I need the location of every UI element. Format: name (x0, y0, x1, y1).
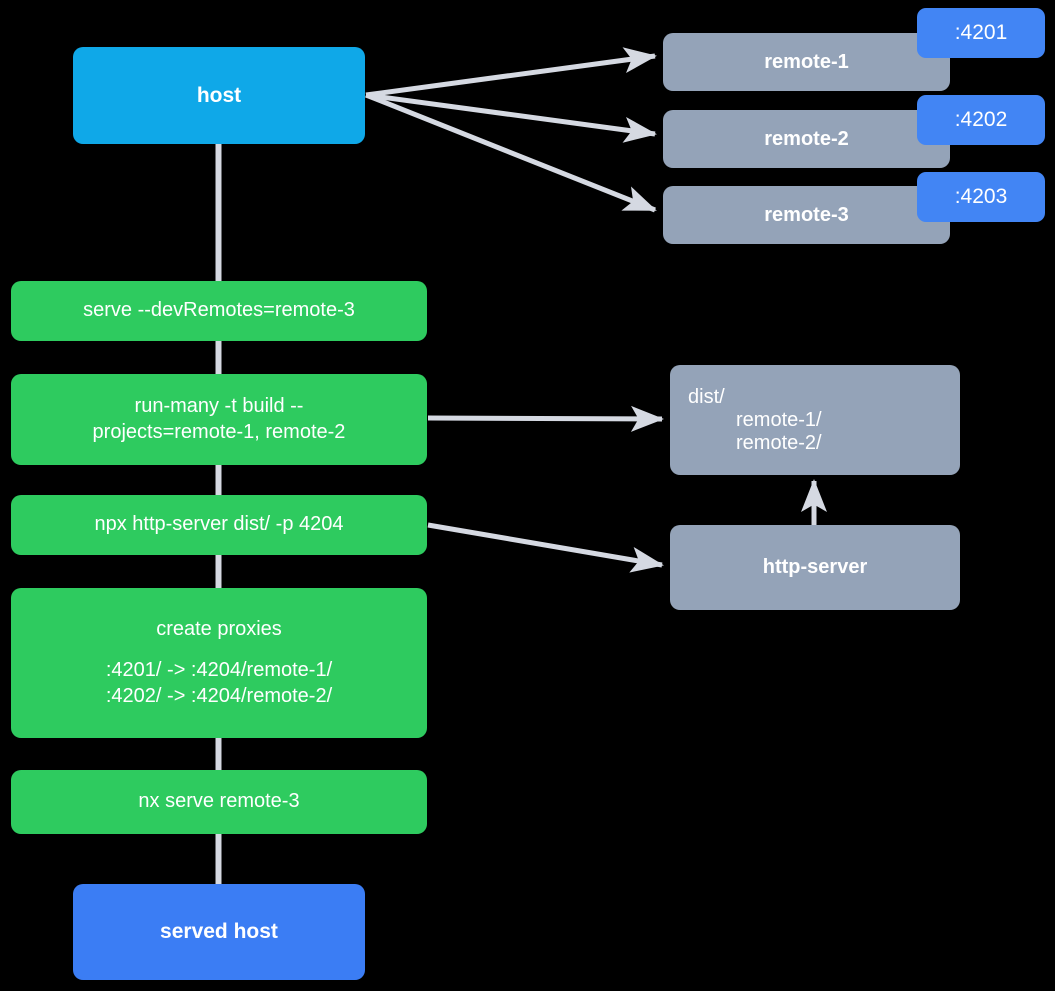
node-command-create-proxies[interactable]: create proxies :4201/ -> :4204/remote-1/… (11, 588, 427, 738)
badge-port-remote-2: :4202 (917, 95, 1045, 145)
badge-port-remote-3-label: :4203 (954, 185, 1008, 208)
dist-root-label: dist/ (688, 385, 725, 408)
node-http-server-label: http-server (762, 556, 868, 578)
node-remote-1-label: remote-1 (764, 50, 849, 73)
node-dist-folder[interactable]: dist/ remote-1/ remote-2/ (670, 365, 960, 475)
badge-port-remote-1-label: :4201 (954, 21, 1008, 44)
dist-child-label: remote-2/ (736, 431, 822, 454)
edge-npx-to-http-server (427, 522, 664, 573)
edge-run-many-to-dist (427, 405, 664, 432)
node-remote-3-label: remote-3 (764, 203, 849, 226)
node-command-nx-serve-remote-3[interactable]: nx serve remote-3 (11, 770, 427, 834)
edge-host-to-remote-2 (365, 92, 657, 143)
node-host[interactable]: host (73, 47, 365, 144)
node-served-host[interactable]: served host (73, 884, 365, 980)
command-line: projects=remote-1, remote-2 (92, 420, 346, 443)
node-command-npx-http-server[interactable]: npx http-server dist/ -p 4204 (11, 495, 427, 555)
command-line: :4202/ -> :4204/remote-2/ (105, 684, 333, 707)
command-line: run-many -t build -- (134, 394, 304, 417)
command-line: nx serve remote-3 (138, 790, 300, 813)
node-remote-2-label: remote-2 (764, 127, 849, 150)
node-host-label: host (196, 83, 242, 107)
command-line: npx http-server dist/ -p 4204 (94, 513, 344, 536)
node-http-server[interactable]: http-server (670, 525, 960, 610)
edge-host-to-remote-1 (365, 47, 657, 98)
command-line: serve --devRemotes=remote-3 (83, 299, 355, 322)
command-line: create proxies (156, 617, 282, 640)
command-line: :4201/ -> :4204/remote-1/ (105, 659, 333, 682)
node-remote-1[interactable]: remote-1 (663, 33, 950, 91)
node-remote-2[interactable]: remote-2 (663, 110, 950, 168)
badge-port-remote-2-label: :4202 (954, 108, 1008, 131)
badge-port-remote-1: :4201 (917, 8, 1045, 58)
node-command-serve-dev-remotes[interactable]: serve --devRemotes=remote-3 (11, 281, 427, 341)
node-command-run-many-build[interactable]: run-many -t build -- projects=remote-1, … (11, 374, 427, 465)
edge-host-to-remote-3 (365, 92, 657, 213)
badge-port-remote-3: :4203 (917, 172, 1045, 222)
node-remote-3[interactable]: remote-3 (663, 186, 950, 244)
dist-child-label: remote-1/ (736, 408, 822, 431)
node-served-host-label: served host (160, 920, 278, 943)
